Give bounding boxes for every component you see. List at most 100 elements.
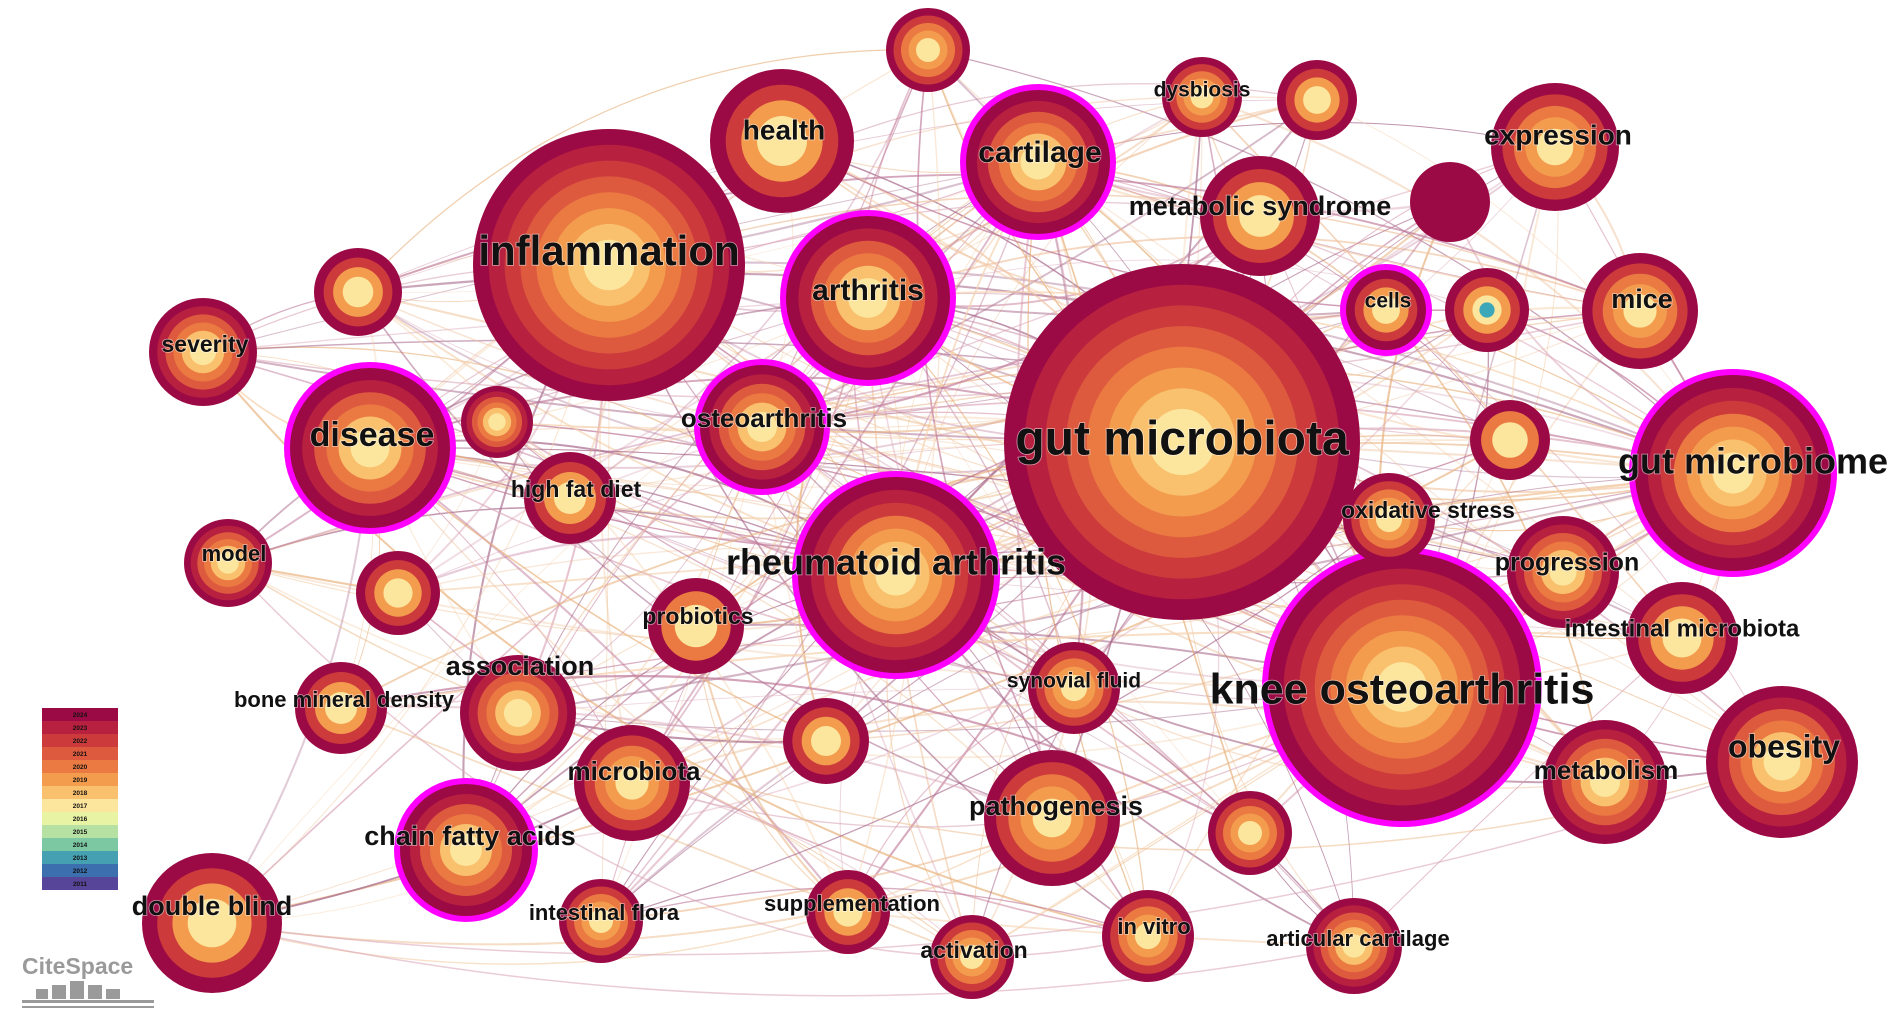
keyword-node-unlabeled-9[interactable] — [1208, 791, 1292, 875]
year-ring — [1032, 798, 1072, 838]
keyword-label-obesity: obesity — [1728, 728, 1840, 764]
keyword-node-expression[interactable] — [1491, 83, 1619, 211]
keyword-node-unlabeled-4[interactable] — [1410, 162, 1490, 242]
year-ring — [189, 338, 217, 366]
keyword-node-dysbiosis[interactable] — [1162, 57, 1242, 137]
keyword-node-obesity[interactable] — [1706, 686, 1858, 838]
keyword-label-synovial-fluid: synovial fluid — [1007, 670, 1141, 693]
keyword-node-microbiota[interactable] — [574, 725, 690, 841]
keyword-node-unlabeled-8[interactable] — [783, 698, 869, 784]
keyword-node-intestinal-microbiota[interactable] — [1626, 582, 1738, 694]
legend-swatch — [42, 747, 118, 760]
keyword-label-model: model — [202, 541, 267, 566]
keyword-node-health[interactable] — [710, 69, 854, 213]
keyword-label-intestinal-microbiota: intestinal microbiota — [1565, 615, 1800, 642]
year-ring — [757, 116, 807, 166]
legend-swatch — [42, 877, 118, 890]
year-ring — [187, 898, 237, 948]
keyword-node-chain-fatty-acids[interactable] — [394, 778, 538, 922]
legend-year-label: 2012 — [73, 868, 88, 875]
keyword-label-double-blind: double blind — [132, 891, 292, 921]
year-ring — [1134, 922, 1162, 950]
keyword-label-articular-cartilage: articular cartilage — [1266, 926, 1449, 951]
year-ring — [1148, 408, 1216, 476]
keyword-node-probiotics[interactable] — [648, 578, 744, 674]
keyword-label-metabolism: metabolism — [1534, 755, 1679, 785]
cooccurrence-link — [608, 194, 1641, 312]
keyword-node-osteoarthritis[interactable] — [694, 359, 830, 495]
keyword-node-unlabeled-5[interactable] — [1445, 268, 1529, 352]
keyword-node-unlabeled-7[interactable] — [1277, 60, 1357, 140]
keyword-node-severity[interactable] — [149, 298, 257, 406]
year-ring — [811, 726, 841, 756]
legend-year-label: 2023 — [73, 725, 88, 732]
year-ring — [1377, 662, 1427, 712]
keyword-label-cartilage: cartilage — [978, 136, 1101, 169]
cooccurrence-link — [211, 922, 1355, 997]
year-ring — [848, 278, 888, 318]
keyword-node-double-blind[interactable] — [142, 853, 282, 993]
keyword-label-cells: cells — [1365, 290, 1412, 313]
keyword-node-mice[interactable] — [1582, 253, 1698, 369]
citespace-logo: CiteSpace — [22, 953, 154, 1008]
keyword-node-metabolism[interactable] — [1543, 720, 1667, 844]
keyword-node-intestinal-flora[interactable] — [559, 879, 643, 963]
legend-swatch — [42, 812, 118, 825]
cooccurrence-link — [369, 201, 1261, 449]
keyword-node-supplementation[interactable] — [806, 870, 890, 954]
keyword-node-disease[interactable] — [284, 362, 456, 534]
keyword-node-activation[interactable] — [930, 915, 1014, 999]
legend-year-label: 2011 — [73, 881, 87, 888]
year-ring — [916, 38, 940, 62]
keyword-node-synovial-fluid[interactable] — [1028, 642, 1120, 734]
legend-swatch — [42, 825, 118, 838]
cooccurrence-link — [600, 201, 1451, 922]
year-ring — [217, 552, 239, 574]
keyword-node-unlabeled-10[interactable] — [886, 8, 970, 92]
year-ring — [383, 578, 413, 608]
legend-year-label: 2014 — [73, 842, 88, 849]
keyword-node-unlabeled-2[interactable] — [461, 386, 533, 458]
keyword-node-model[interactable] — [184, 519, 272, 607]
year-ring — [1492, 422, 1528, 458]
keyword-node-cartilage[interactable] — [960, 84, 1116, 240]
keyword-node-gut-microbiota[interactable] — [1004, 264, 1360, 620]
keyword-label-expression: expression — [1484, 119, 1632, 150]
keyword-label-probiotics: probiotics — [642, 603, 753, 629]
legend-swatch — [42, 838, 118, 851]
keyword-node-bone-mineral-density[interactable] — [295, 662, 387, 754]
keyword-label-arthritis: arthritis — [812, 274, 924, 307]
keyword-node-cells[interactable] — [1340, 264, 1432, 356]
keyword-node-oxidative-stress[interactable] — [1343, 473, 1435, 565]
keyword-node-unlabeled-1[interactable] — [314, 248, 402, 336]
keyword-node-unlabeled-3[interactable] — [356, 551, 440, 635]
year-ring — [1712, 452, 1754, 494]
keyword-node-pathogenesis[interactable] — [984, 750, 1120, 886]
cooccurrence-link — [357, 291, 849, 913]
keyword-node-in-vitro[interactable] — [1102, 890, 1194, 982]
legend-swatch — [42, 786, 118, 799]
year-ring — [503, 698, 533, 728]
keyword-label-disease: disease — [310, 416, 435, 454]
keyword-node-knee-osteoarthritis[interactable] — [1262, 547, 1542, 827]
keyword-node-arthritis[interactable] — [780, 210, 956, 386]
keyword-node-gut-microbiome[interactable] — [1629, 369, 1837, 577]
keyword-node-rheumatoid-arthritis[interactable] — [792, 471, 1000, 679]
keyword-node-articular-cartilage[interactable] — [1306, 898, 1402, 994]
keyword-label-dysbiosis: dysbiosis — [1154, 79, 1251, 102]
keyword-node-metabolic-syndrome[interactable] — [1200, 156, 1320, 276]
year-ring — [615, 766, 649, 800]
keyword-node-association[interactable] — [460, 655, 576, 771]
legend-swatch — [42, 734, 118, 747]
cooccurrence-link — [517, 712, 973, 958]
keyword-node-unlabeled-6[interactable] — [1470, 400, 1550, 480]
year-ring — [875, 554, 917, 596]
year-ring — [1375, 505, 1403, 533]
keyword-node-progression[interactable] — [1507, 516, 1619, 628]
legend-swatch — [42, 851, 118, 864]
keyword-node-inflammation[interactable] — [473, 129, 745, 401]
year-ring — [583, 239, 635, 291]
keyword-node-high-fat-diet[interactable] — [524, 452, 616, 544]
year-ring — [1549, 558, 1577, 586]
